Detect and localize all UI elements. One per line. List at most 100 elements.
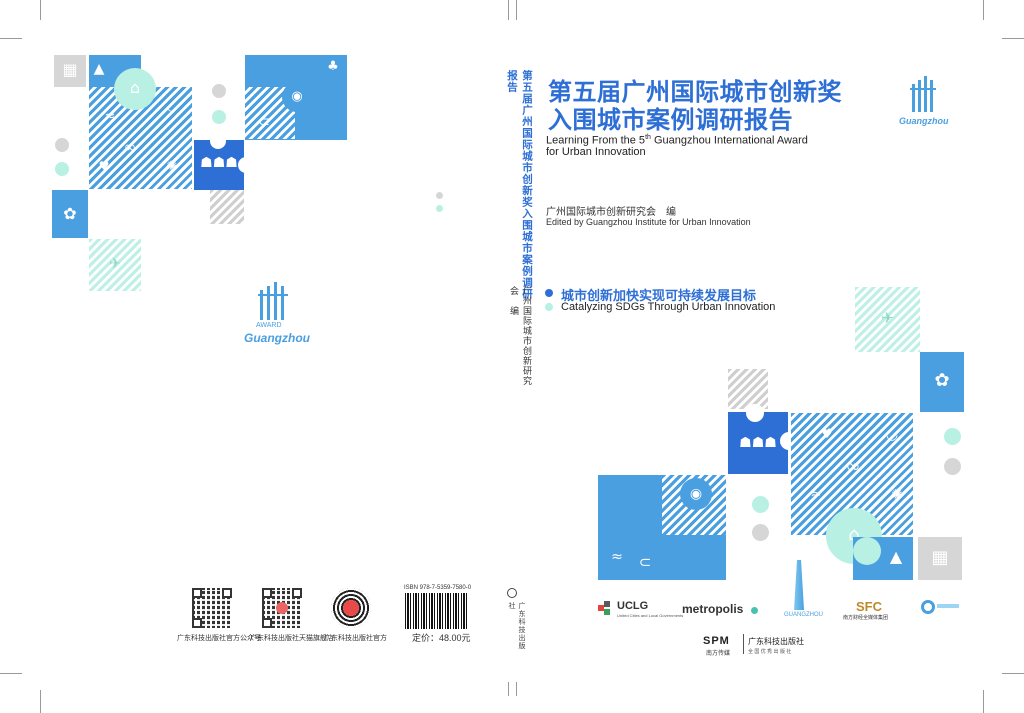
gray-dot xyxy=(752,524,769,541)
qr-label-2: 广东科技出版社天猫旗舰店 xyxy=(250,635,334,642)
bowl-icon: ◡ xyxy=(166,99,178,114)
publisher-mark: SPM xyxy=(703,635,730,647)
sfc-sub: 南方财经全媒体集团 xyxy=(843,615,889,621)
sfc-logo: SFC xyxy=(856,599,882,614)
publisher-divider xyxy=(743,634,744,654)
infinity-icon: ∞ xyxy=(123,138,137,156)
partner-circle-logo xyxy=(921,600,935,614)
award-logo-bars xyxy=(910,76,940,116)
mint-overlap xyxy=(853,537,881,565)
factory-icon: ⌂ xyxy=(848,524,860,545)
blue-circle: ◉ xyxy=(282,82,312,112)
editor-en: Edited by Guangzhou Institute for Urban … xyxy=(546,217,751,227)
qr-code-tmall xyxy=(262,588,302,628)
mint-hatched-tile: ✈ xyxy=(89,239,141,291)
gear-icon: ✺ xyxy=(166,159,178,174)
spine-title: 第五届广州国际城市创新奖入围城市案例调研报告 xyxy=(506,70,533,300)
gray-dot xyxy=(944,458,961,475)
spine-publisher-icon xyxy=(507,588,517,598)
people-icon: ☗☗☗ xyxy=(200,155,238,171)
fish-icon: ⊂ xyxy=(258,114,270,130)
spine-publisher: 广东科技出版社 xyxy=(508,602,526,650)
flower-icon: ✿ xyxy=(63,204,77,223)
navy-tile: ☗☗☗ xyxy=(728,412,788,474)
price-text: 定价：48.00元 xyxy=(412,633,471,643)
publisher-left-cn: 南方传媒 xyxy=(706,651,731,657)
mint-dot xyxy=(212,110,226,124)
heart-icon: ♥ xyxy=(98,159,110,173)
title-en-line1: Learning From the 5th Guangzhou Internat… xyxy=(546,134,808,147)
bowl-icon: ◡ xyxy=(885,427,899,443)
award-script-front: Guangzhou xyxy=(899,116,949,126)
theme-bullet xyxy=(545,289,553,297)
award-word: AWARD xyxy=(256,322,282,329)
eye-icon: ◉ xyxy=(689,486,703,502)
tile-notch xyxy=(746,404,764,422)
mint-circle: ⌂ xyxy=(114,68,156,110)
crop-mark xyxy=(508,682,509,696)
eye-icon: ◉ xyxy=(291,89,303,104)
crop-mark xyxy=(983,0,984,20)
theme-cn: 城市创新加快实现可持续发展目标 xyxy=(561,289,757,304)
blocks-icon: ▦ xyxy=(931,547,949,568)
gray-dot xyxy=(55,138,69,152)
bar-chart-icon: ▲ xyxy=(93,61,105,77)
wave-icon: ≈ xyxy=(611,549,623,565)
crop-mark xyxy=(1002,38,1024,39)
title-cn-line2: 入围城市案例调研报告 xyxy=(548,106,793,134)
crop-mark xyxy=(0,38,22,39)
uclg-sub: United Cities and Local Governments xyxy=(617,613,684,618)
fish-icon: ⊂ xyxy=(638,553,652,571)
crop-mark xyxy=(40,0,41,20)
people-icon: ☗☗☗ xyxy=(739,435,777,451)
dove-icon: ✈ xyxy=(109,256,121,272)
mint-dot xyxy=(55,162,69,176)
wave-icon: ≈ xyxy=(104,109,116,124)
crop-mark xyxy=(1002,673,1024,674)
crop-mark xyxy=(983,690,984,713)
gray-hatched-tile xyxy=(210,190,244,224)
crop-mark xyxy=(508,0,509,20)
crop-mark xyxy=(0,673,22,674)
gray-dot xyxy=(436,192,443,199)
tile-notch xyxy=(238,157,254,173)
publisher-cn: 广东科技出版社 xyxy=(748,637,804,646)
qr-code-official xyxy=(192,588,232,628)
award-script: Guangzhou xyxy=(244,331,310,345)
canton-tower-icon xyxy=(794,560,804,610)
uclg-mark xyxy=(598,601,614,617)
barcode xyxy=(405,593,467,629)
guangzhou-logo: GUANGZHOU xyxy=(784,612,823,618)
heart-icon: ♥ xyxy=(821,427,833,442)
isbn-text: ISBN 978-7-5359-7580-0 xyxy=(404,585,472,591)
uclg-logo: UCLG xyxy=(617,600,649,612)
editor-cn: 广州国际城市创新研究会 编 xyxy=(546,207,676,218)
blocks-icon: ▦ xyxy=(62,60,78,79)
qr-label-3: 广东科技出版社官方 xyxy=(324,635,387,642)
theme-bullet-mint xyxy=(545,303,553,311)
crop-mark xyxy=(516,0,517,20)
mini-program-code xyxy=(331,588,371,628)
crop-mark xyxy=(40,690,41,713)
mint-dot xyxy=(752,496,769,513)
gray-hatched-tile xyxy=(728,369,768,409)
award-logo-bars xyxy=(258,282,290,322)
blue-tile: ✿ xyxy=(920,352,964,412)
theme-en: Catalyzing SDGs Through Urban Innovation xyxy=(561,301,776,313)
mint-dot xyxy=(944,428,961,445)
spine-editor: 广州国际城市创新研究会 编 xyxy=(508,286,531,386)
metropolis-logo: metropolis xyxy=(682,602,744,616)
mint-dot xyxy=(436,205,443,212)
tile-notch xyxy=(210,133,226,149)
blue-circle: ◉ xyxy=(680,478,712,510)
title-cn-line1: 第五届广州国际城市创新奖 xyxy=(548,78,842,106)
factory-icon: ⌂ xyxy=(129,78,141,97)
gear-icon: ✺ xyxy=(891,487,903,503)
infinity-icon: ∞ xyxy=(845,456,861,477)
wave-icon: ≈ xyxy=(810,487,822,502)
gray-tile: ▦ xyxy=(54,55,86,87)
publisher-honor: 全 国 优 秀 出 版 社 xyxy=(748,649,792,655)
qr-label-1: 广东科技出版社官方公众号 xyxy=(177,635,261,642)
bar-chart-icon: ▲ xyxy=(889,547,903,566)
dove-icon: ✈ xyxy=(881,309,894,327)
